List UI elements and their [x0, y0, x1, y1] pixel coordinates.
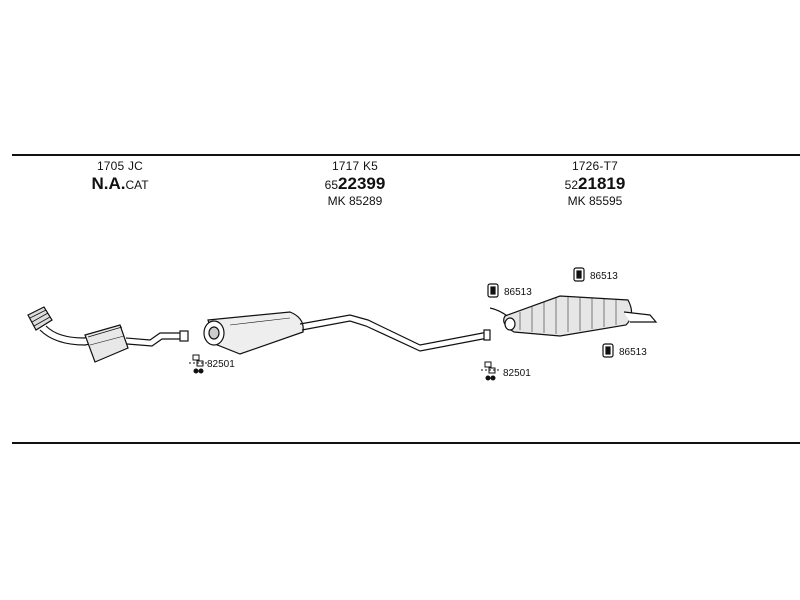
- middle-silencer-drawing: [203, 311, 491, 355]
- clamp-b-icon: [481, 361, 499, 381]
- cat-part-name: N.A.CAT: [60, 175, 180, 193]
- clamp-a-number: 82501: [207, 359, 235, 370]
- hanger-a-number: 86513: [504, 287, 532, 298]
- top-divider: [12, 154, 800, 156]
- cat-name-main: N.A.: [91, 174, 126, 193]
- rear-part-code: 1726-T7: [571, 159, 619, 173]
- middle-num-prefix: 65: [324, 178, 339, 192]
- clamp-b-number: 82501: [503, 368, 531, 379]
- hanger-c-number: 86513: [619, 347, 647, 358]
- cat-part-code: 1705 JC: [96, 159, 144, 173]
- clamp-a-icon: [189, 354, 207, 374]
- middle-part-number: 6522399: [295, 175, 415, 193]
- hanger-a-icon: [487, 283, 499, 298]
- catalytic-converter-drawing: [27, 306, 189, 363]
- cat-name-suffix: CAT: [125, 178, 149, 192]
- hanger-b-icon: [573, 267, 585, 282]
- rear-num-prefix: 52: [564, 178, 579, 192]
- hanger-b-number: 86513: [590, 271, 618, 282]
- rear-num-main: 21819: [578, 174, 626, 193]
- rear-mk-number: MK 85595: [567, 194, 623, 208]
- rear-silencer-drawing: [489, 295, 658, 337]
- rear-part-number: 5221819: [535, 175, 655, 193]
- bottom-divider: [12, 442, 800, 444]
- hanger-c-icon: [602, 343, 614, 358]
- middle-num-main: 22399: [338, 174, 386, 193]
- middle-mk-number: MK 85289: [327, 194, 383, 208]
- middle-part-code: 1717 K5: [331, 159, 379, 173]
